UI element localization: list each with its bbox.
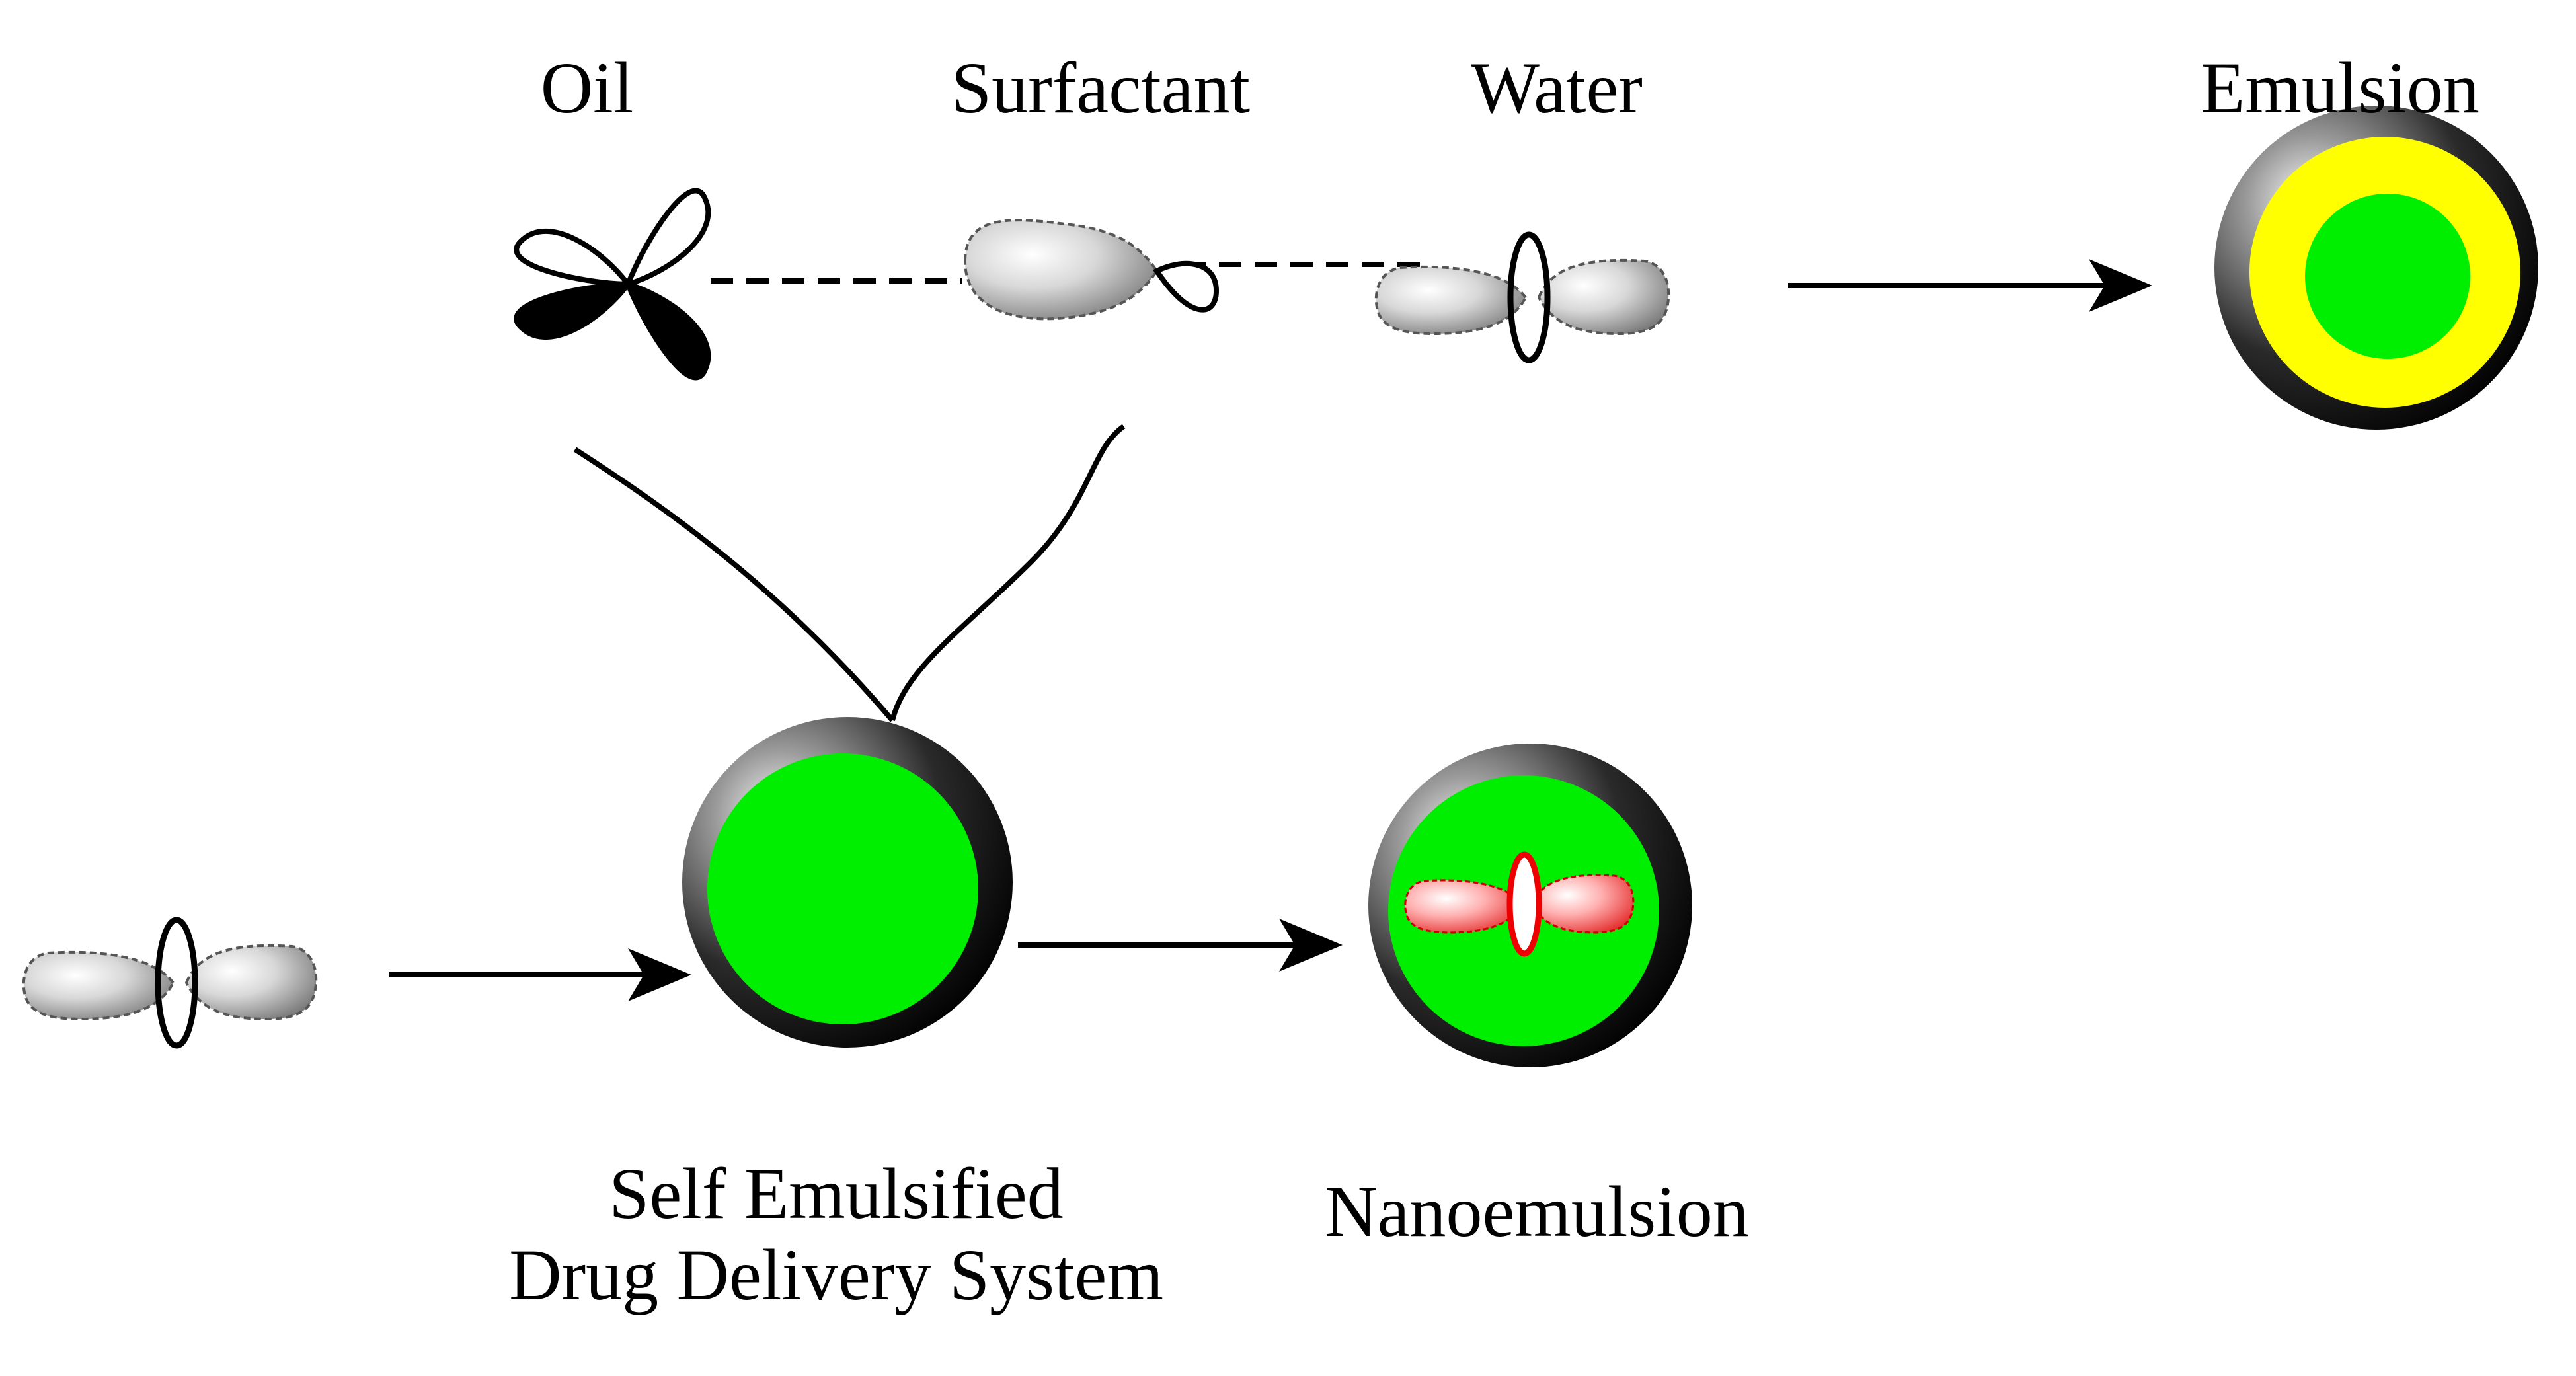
label-surfactant: Surfactant	[951, 48, 1251, 128]
label-sedds-line1: Self Emulsified	[609, 1153, 1064, 1234]
d-orbital-clover-icon	[514, 188, 711, 381]
water-molecule-icon	[1374, 231, 1670, 363]
sedds-droplet	[682, 717, 1013, 1048]
water-molecule-icon	[22, 917, 318, 1049]
label-sedds: Self Emulsified Drug Delivery System	[509, 1153, 1163, 1316]
oil-to-sedds-line	[573, 447, 895, 722]
label-sedds-line2: Drug Delivery System	[509, 1235, 1163, 1316]
label-water: Water	[1471, 48, 1643, 128]
emulsion-droplet	[2214, 106, 2538, 430]
surfactant-lobe-icon	[963, 219, 1220, 321]
surfactant-to-sedds-line	[890, 424, 1126, 721]
drug-molecule-icon	[1404, 851, 1635, 957]
label-emulsion: Emulsion	[2201, 48, 2479, 128]
label-oil: Oil	[540, 48, 634, 128]
label-nanoemulsion: Nanoemulsion	[1325, 1171, 1749, 1252]
